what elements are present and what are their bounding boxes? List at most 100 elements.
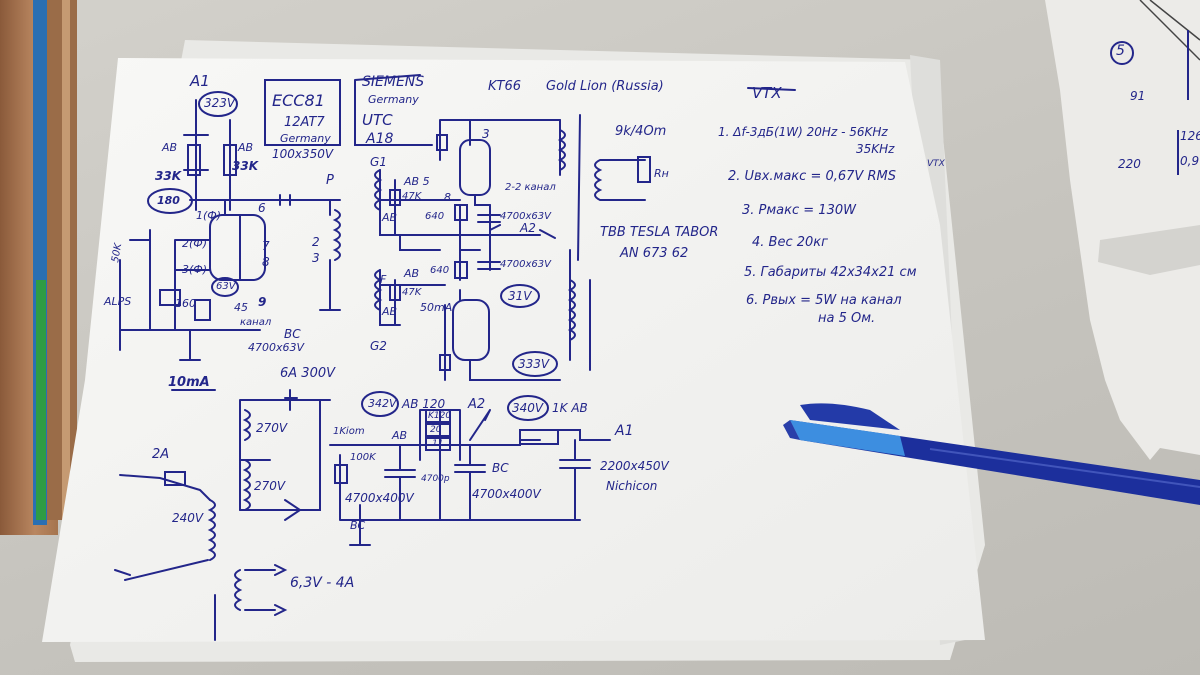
blue-pen bbox=[783, 403, 1200, 505]
label-7: 7 bbox=[262, 239, 270, 253]
label-323v: 323V bbox=[204, 96, 236, 110]
label-germany2: Germany bbox=[368, 93, 419, 106]
label-2a: 2A bbox=[152, 447, 170, 462]
label-340v: 340V bbox=[512, 401, 544, 415]
label-tbb-tesla: TBB TESLA TABOR bbox=[600, 225, 719, 240]
label-kanal: канал bbox=[240, 317, 272, 328]
label-g1: G1 bbox=[370, 155, 387, 169]
spec-1b: 35KHz bbox=[856, 142, 895, 156]
label-bc-3: BC bbox=[492, 461, 509, 475]
spec-4: 4. Вес 20кг bbox=[752, 235, 828, 250]
spec-6: 6. Pвых = 5W на канал bbox=[746, 293, 902, 308]
label-270v-b: 270V bbox=[254, 479, 286, 493]
label-270v: 270V bbox=[256, 421, 288, 435]
label-an67362: AN 673 62 bbox=[620, 246, 689, 261]
label-ab-6: AB bbox=[392, 429, 408, 442]
spec-1: 1. Δf-3дБ(1W) 20Hz - 56KHz bbox=[718, 125, 888, 139]
label-6: 6 bbox=[258, 201, 266, 215]
label-33k: 33K bbox=[155, 169, 181, 183]
label-nichicon: Nichicon bbox=[606, 479, 658, 493]
torn-paper-right bbox=[1045, 0, 1200, 460]
label-ab-5: AB bbox=[382, 305, 398, 318]
label-p: P bbox=[326, 173, 334, 188]
label-6v3-4a: 6,3V - 4A bbox=[290, 575, 355, 591]
label-9: 9 bbox=[258, 295, 267, 309]
label-ab-4: AB bbox=[404, 267, 420, 280]
label-4700x63c: 4700x63V bbox=[500, 259, 551, 270]
label-g2: G2 bbox=[370, 339, 387, 353]
side-label-126: 126 bbox=[1180, 129, 1200, 143]
label-4700p: 4700p bbox=[421, 474, 450, 484]
label-45: 45 bbox=[234, 301, 248, 314]
label-ab-1: AB bbox=[162, 141, 178, 154]
label-kt66: KT66 bbox=[488, 79, 522, 94]
label-2: 2 bbox=[312, 235, 320, 249]
side-label-09: 0,9 bbox=[1180, 154, 1200, 168]
spec-6b: на 5 Ом. bbox=[818, 311, 876, 326]
label-100k: 100K bbox=[350, 452, 376, 463]
label-100x350: 100x350V bbox=[272, 147, 334, 161]
spec-3: 3. Pмакс = 130W bbox=[742, 203, 856, 218]
label-ab-2: AB bbox=[238, 141, 254, 154]
label-10ma: 10mA bbox=[168, 375, 210, 390]
label-1k-ab: 1K AB bbox=[552, 401, 588, 415]
label-a2c: A2 bbox=[468, 397, 486, 412]
label-3: 3 bbox=[312, 251, 320, 265]
side-label-5: 5 bbox=[1116, 43, 1125, 59]
label-f: F bbox=[380, 273, 387, 286]
label-8b: 8 bbox=[444, 191, 451, 204]
label-47k: 47K bbox=[402, 191, 422, 202]
label-8: 8 bbox=[262, 255, 270, 269]
label-a2: A2 bbox=[520, 221, 536, 235]
spec-5: 5. Габариты 42x34x21 см bbox=[744, 265, 917, 280]
cardboard-folder bbox=[0, 0, 77, 535]
label-a1b: A1 bbox=[615, 423, 634, 439]
label-2f: 2(Ф) bbox=[182, 237, 208, 250]
label-ecc81: ECC81 bbox=[272, 91, 325, 110]
side-label-220: 220 bbox=[1118, 157, 1141, 171]
label-germany1: Germany bbox=[280, 132, 331, 145]
label-333v: 333V bbox=[518, 357, 550, 371]
side-label-91: 91 bbox=[1130, 89, 1146, 103]
label-342v: 342V bbox=[368, 397, 397, 410]
paper-sheet bbox=[42, 58, 985, 642]
label-50ma: 50mA bbox=[420, 301, 453, 314]
label-vtx: VTX bbox=[752, 84, 782, 102]
label-4700x63: 4700x63V bbox=[248, 341, 305, 354]
label-4700x400: 4700x400V bbox=[345, 491, 414, 505]
label-3-top: 3 bbox=[482, 127, 490, 141]
label-a18: A18 bbox=[366, 131, 394, 147]
label-9k4om: 9k/4Om bbox=[615, 124, 667, 139]
label-gold-lion: Gold Lion (Russia) bbox=[546, 79, 664, 94]
label-160: 160 bbox=[175, 297, 196, 310]
label-11: 11 bbox=[432, 439, 444, 449]
label-240v: 240V bbox=[172, 511, 204, 525]
spec-2: 2. Uвх.макс = 0,67V RMS bbox=[728, 169, 896, 184]
label-180: 180 bbox=[157, 194, 180, 207]
label-31v: 31V bbox=[508, 289, 532, 303]
label-k120: K120 bbox=[428, 411, 452, 421]
label-kanal2: 2-2 канал bbox=[505, 182, 556, 193]
label-4700x400b: 4700x400V bbox=[472, 487, 541, 501]
label-20: 20 bbox=[430, 425, 442, 435]
label-63v: 63V bbox=[216, 281, 236, 292]
label-rn: Rн bbox=[654, 167, 669, 180]
label-640: 640 bbox=[425, 211, 445, 222]
label-47k-b: 47K bbox=[402, 287, 422, 298]
label-33k-2: 33K bbox=[232, 159, 258, 173]
label-4700x63b: 4700x63V bbox=[500, 211, 551, 222]
label-bc-2: BC bbox=[350, 519, 366, 532]
label-1f: 1(Ф) bbox=[196, 209, 222, 222]
label-bc-1: BC bbox=[284, 327, 301, 341]
label-ab-3: AB bbox=[382, 211, 398, 224]
label-a1: A1 bbox=[190, 72, 210, 90]
label-6a300v: 6A 300V bbox=[280, 366, 336, 381]
label-12at7: 12AT7 bbox=[284, 115, 325, 130]
label-2200x450: 2200x450V bbox=[600, 459, 669, 473]
label-1kiom: 1Kiom bbox=[333, 426, 365, 437]
label-640b: 640 bbox=[430, 265, 450, 276]
label-ab120: AB 120 bbox=[402, 397, 446, 411]
label-alps: ALPS bbox=[104, 295, 132, 308]
